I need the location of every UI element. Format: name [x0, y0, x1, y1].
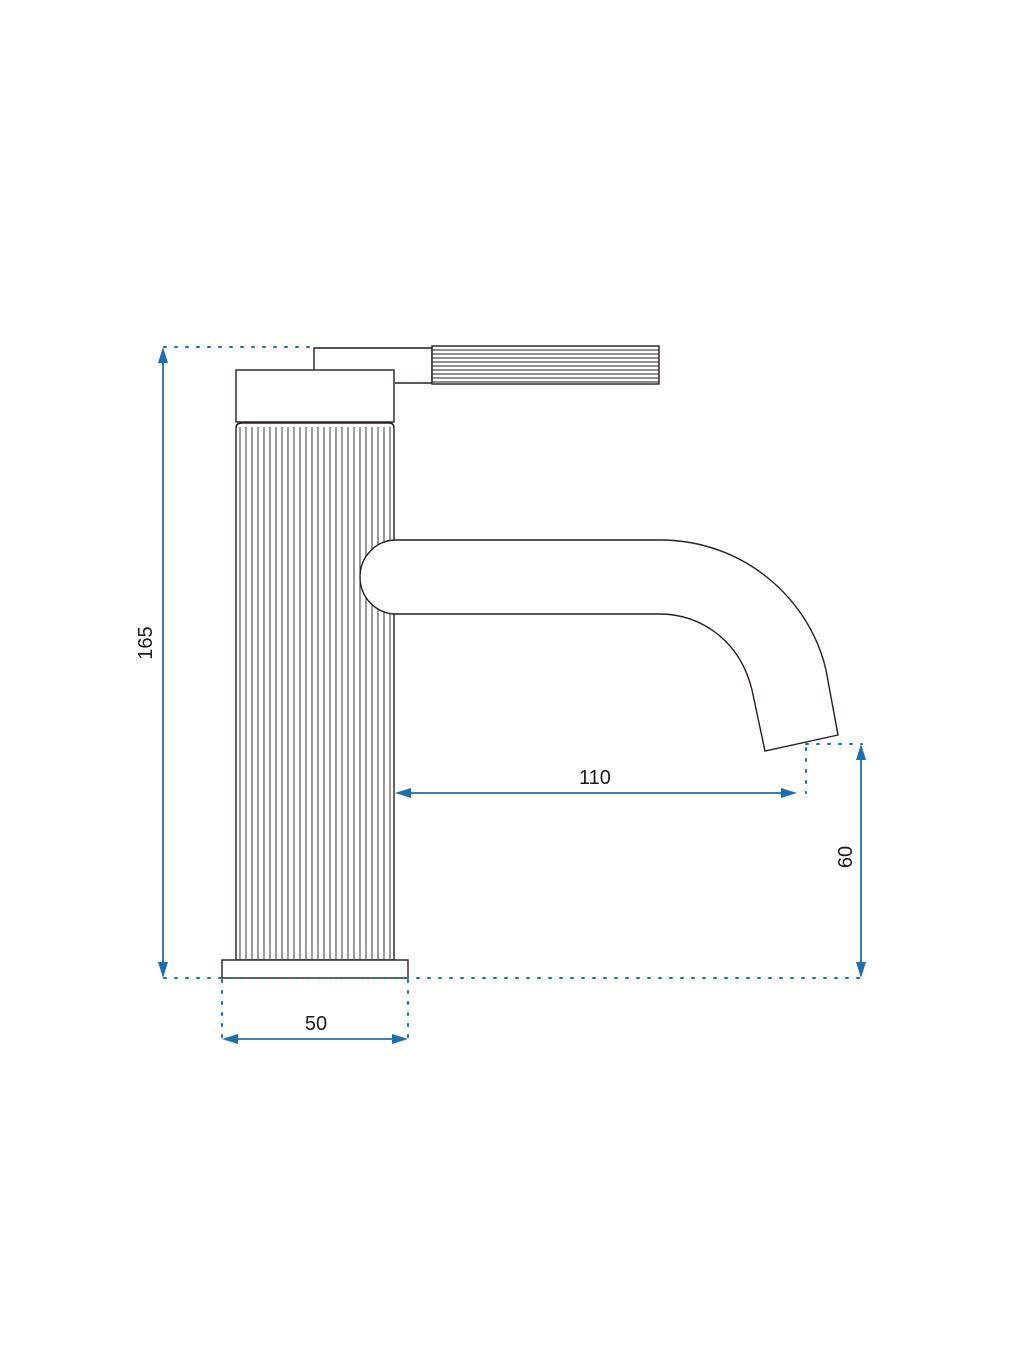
height-arrow-bottom [158, 962, 168, 978]
base-width-arrow-left [222, 1034, 238, 1044]
lever-handle-grooves [432, 349, 659, 383]
spout-reach-label: 110 [579, 767, 611, 789]
spout-height-arrow-bottom [856, 962, 866, 978]
spout-reach-arrow-left [395, 788, 411, 798]
faucet-body [235, 422, 395, 961]
spout-height-label: 60 [835, 846, 857, 868]
extension-lines [163, 346, 863, 1039]
base-width-arrow-right [392, 1034, 408, 1044]
spout-height-arrow-top [856, 744, 866, 760]
dimension-labels: 165 110 60 50 [135, 626, 857, 1035]
base-width-label: 50 [305, 1013, 327, 1035]
dimension-lines [158, 347, 866, 1044]
faucet-base [221, 959, 409, 979]
faucet-spout [359, 539, 839, 752]
height-label: 165 [135, 626, 157, 659]
faucet [221, 345, 839, 979]
height-arrow-top [158, 347, 168, 363]
faucet-body-flutes [239, 427, 391, 959]
spout-reach-arrow-right [781, 788, 797, 798]
faucet-cap [235, 369, 395, 423]
